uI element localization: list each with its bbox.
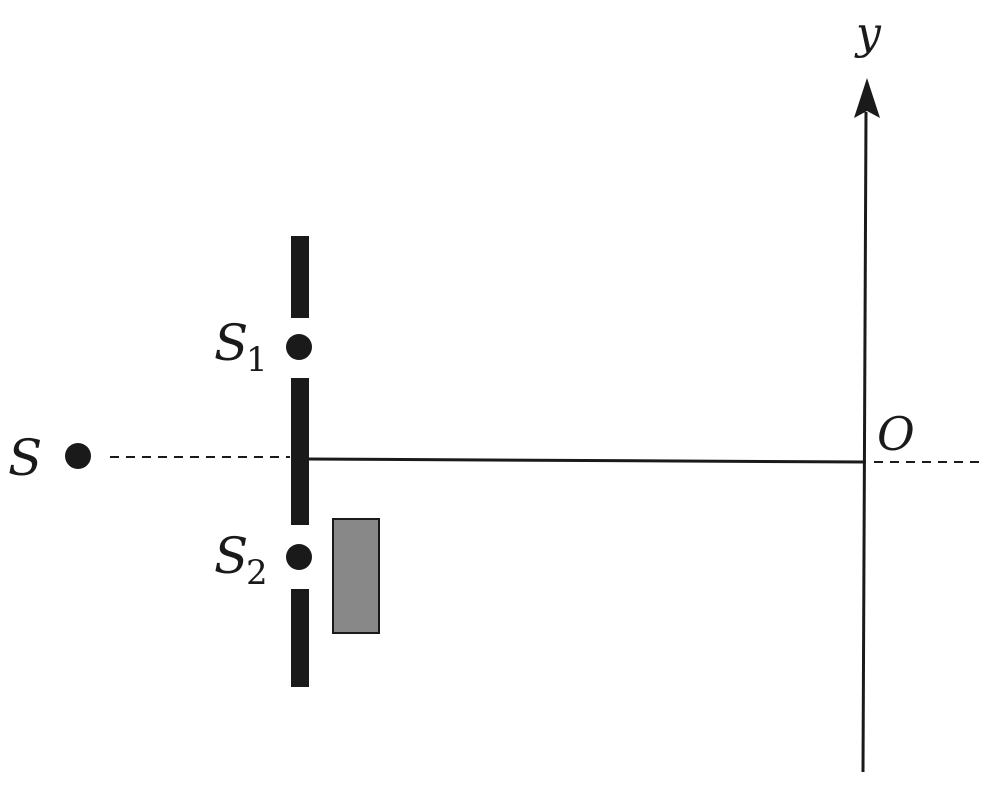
- source-label: S: [8, 429, 42, 487]
- source-point: [65, 443, 91, 469]
- y-axis-arrowhead: [854, 78, 880, 118]
- barrier-bottom: [291, 589, 309, 687]
- slit2-subscript: 2: [246, 553, 268, 593]
- slit1-point: [286, 334, 312, 360]
- barrier-top: [291, 236, 309, 318]
- y-axis-line: [861, 111, 868, 773]
- barrier-middle: [291, 378, 309, 525]
- slit1-subscript: 1: [246, 340, 268, 380]
- slit1-label: S: [214, 314, 248, 372]
- transparent-plate: [332, 518, 380, 634]
- slit2-point: [286, 544, 312, 570]
- axis-solid: [305, 457, 867, 464]
- origin-label: O: [877, 407, 915, 461]
- y-axis-label: y: [854, 8, 882, 59]
- slit2-label: S: [214, 527, 248, 585]
